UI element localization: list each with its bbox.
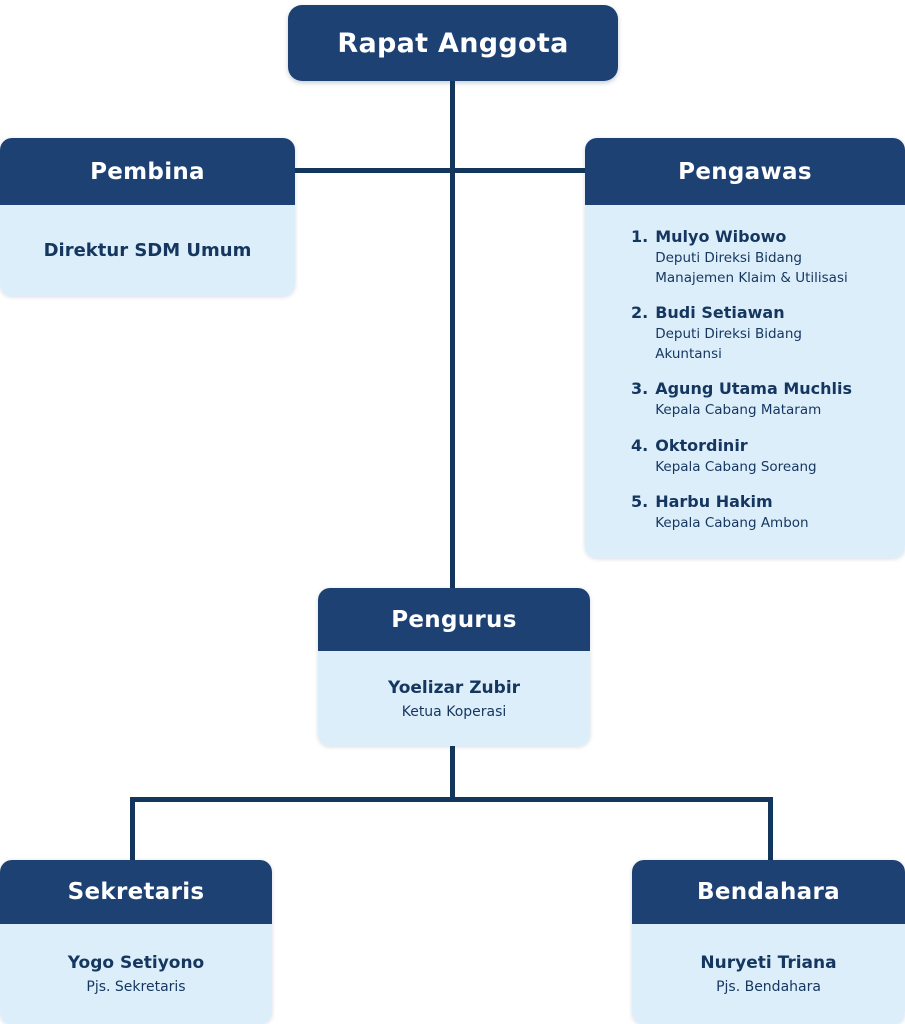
member-role: Kepala Cabang Ambon [655,515,809,532]
member-role: Kepala Cabang Soreang [655,458,817,475]
sekretaris-role: Pjs. Sekretaris [86,979,186,995]
connector-pengurus-down [450,744,455,802]
node-rapat-anggota-title: Rapat Anggota [337,27,569,59]
node-pengurus-header: Pengurus [318,588,590,651]
connector-drop-sekretaris [130,797,135,862]
node-rapat-anggota: Rapat Anggota [288,5,618,81]
member-name: Harbu Hakim [655,492,773,512]
node-pengawas: Pengawas 1. Mulyo Wibowo Deputi Direksi … [585,138,905,558]
member-role: Kepala Cabang Mataram [655,402,822,419]
pengawas-member-3: 3. Agung Utama Muchlis Kepala Cabang Mat… [631,379,852,421]
node-sekretaris-body: Yogo Setiyono Pjs. Sekretaris [0,924,272,1024]
member-number: 4. [631,435,649,455]
member-name: Agung Utama Muchlis [655,379,853,399]
node-bendahara-header: Bendahara [632,860,905,924]
connector-pembina-pengawas [288,168,588,173]
node-pengawas-body: 1. Mulyo Wibowo Deputi Direksi Bidang Ma… [585,205,905,558]
pengurus-role: Ketua Koperasi [401,703,507,720]
member-number: 3. [631,379,649,399]
pengawas-member-1: 1. Mulyo Wibowo Deputi Direksi Bidang Ma… [631,227,870,288]
member-role: Deputi Direksi Bidang Manajemen Klaim & … [655,250,848,286]
member-name: Mulyo Wibowo [655,227,787,246]
node-pengurus-body: Yoelizar Zubir Ketua Koperasi [318,651,590,746]
node-pembina: Pembina Direktur SDM Umum [0,138,295,296]
sekretaris-name: Yogo Setiyono [67,953,205,973]
member-number: 1. [631,227,649,246]
bendahara-name: Nuryeti Triana [700,953,837,973]
node-sekretaris: Sekretaris Yogo Setiyono Pjs. Sekretaris [0,860,272,1024]
member-number: 2. [631,303,649,323]
node-pembina-body: Direktur SDM Umum [0,205,295,296]
node-bendahara: Bendahara Nuryeti Triana Pjs. Bendahara [632,860,905,1024]
pengawas-member-4: 4. Oktordinir Kepala Cabang Soreang [631,436,817,478]
member-number: 5. [631,492,649,512]
node-sekretaris-header: Sekretaris [0,860,272,924]
pembina-member-name: Direktur SDM Umum [43,240,252,261]
node-pengurus: Pengurus Yoelizar Zubir Ketua Koperasi [318,588,590,746]
node-bendahara-title: Bendahara [697,879,840,905]
node-sekretaris-title: Sekretaris [67,879,205,905]
connector-drop-bendahara [768,797,773,862]
pengawas-member-5: 5. Harbu Hakim Kepala Cabang Ambon [631,492,809,534]
node-bendahara-body: Nuryeti Triana Pjs. Bendahara [632,924,905,1024]
pengawas-member-2: 2. Budi Setiawan Deputi Direksi Bidang A… [631,303,870,364]
member-name: Oktordinir [655,435,748,455]
member-name: Budi Setiawan [655,303,785,323]
node-pengawas-header: Pengawas [585,138,905,205]
connector-bottom-horizontal [130,797,773,802]
bendahara-role: Pjs. Bendahara [716,979,821,995]
connector-root-to-pengurus [450,80,455,590]
node-pembina-title: Pembina [90,158,205,185]
node-pengurus-title: Pengurus [391,606,517,633]
pengurus-name: Yoelizar Zubir [387,677,521,698]
node-pengawas-title: Pengawas [678,158,812,185]
member-role: Deputi Direksi Bidang Akuntansi [655,326,802,362]
node-pembina-header: Pembina [0,138,295,205]
